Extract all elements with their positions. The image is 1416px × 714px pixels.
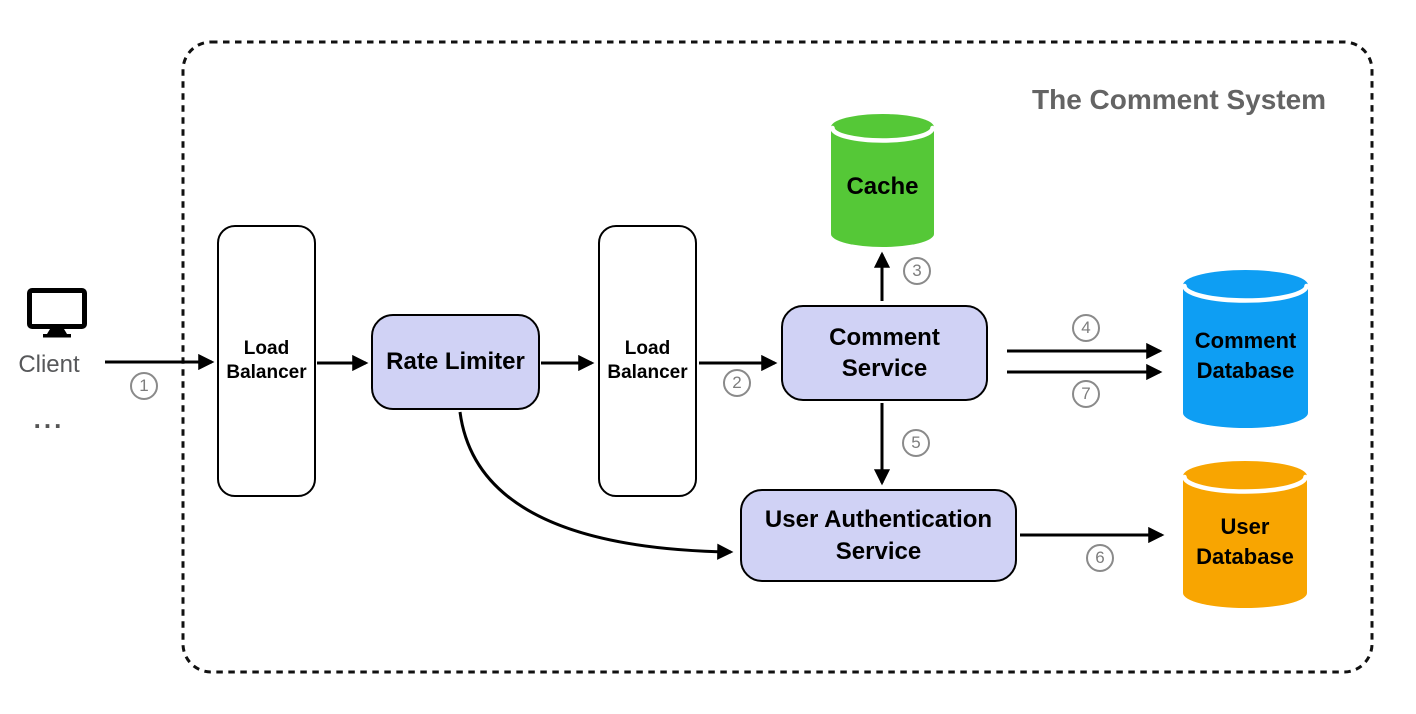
load-balancer-2-label-line2: Balancer	[607, 362, 688, 383]
node-comment-database: Comment Database	[1183, 270, 1308, 428]
rate-limiter-label: Rate Limiter	[386, 348, 525, 376]
load-balancer-1-label-line1: Load	[243, 338, 290, 360]
user-database-label-line2: Database	[1196, 543, 1294, 569]
monitor-icon	[27, 288, 87, 338]
user-database-label-line1: User	[1220, 513, 1270, 539]
comment-database-label-line1: Comment	[1194, 328, 1297, 354]
node-user-auth-service: User Authentication Service	[740, 489, 1017, 582]
node-comment-service: Comment Service	[781, 305, 988, 401]
cache-cylinder-icon	[831, 114, 934, 247]
load-balancer-1-label-line2: Balancer	[226, 362, 307, 383]
cache-label: Cache	[846, 173, 919, 201]
node-rate-limiter: Rate Limiter	[371, 314, 540, 410]
step-badge-7: 7	[1072, 380, 1100, 408]
step-badge-5: 5	[902, 429, 930, 457]
step-badge-2: 2	[723, 369, 751, 397]
node-load-balancer-2: Load Balancer	[598, 225, 697, 497]
step-badge-1: 1	[130, 372, 158, 400]
step-badge-3: 3	[903, 257, 931, 285]
node-user-database: User Database	[1183, 461, 1307, 608]
node-cache: Cache	[831, 114, 934, 247]
comment-service-label-line1: Comment	[829, 323, 940, 351]
client-label: Client	[18, 351, 80, 378]
user-auth-service-label-line2: Service	[835, 537, 922, 565]
node-load-balancer-1: Load Balancer	[217, 225, 316, 497]
diagram-title: The Comment System	[1032, 84, 1327, 115]
comment-database-label-line2: Database	[1196, 358, 1295, 383]
client-ellipsis: ...	[33, 404, 65, 434]
comment-database-cylinder-icon	[1183, 270, 1308, 428]
step-badge-6: 6	[1086, 544, 1114, 572]
step-badge-4: 4	[1072, 314, 1100, 342]
load-balancer-2-label-line1: Load	[624, 338, 671, 360]
user-auth-service-label-line1: User Authentication	[764, 506, 993, 534]
user-database-cylinder-icon	[1183, 461, 1307, 608]
comment-service-label-line2: Service	[841, 355, 928, 382]
